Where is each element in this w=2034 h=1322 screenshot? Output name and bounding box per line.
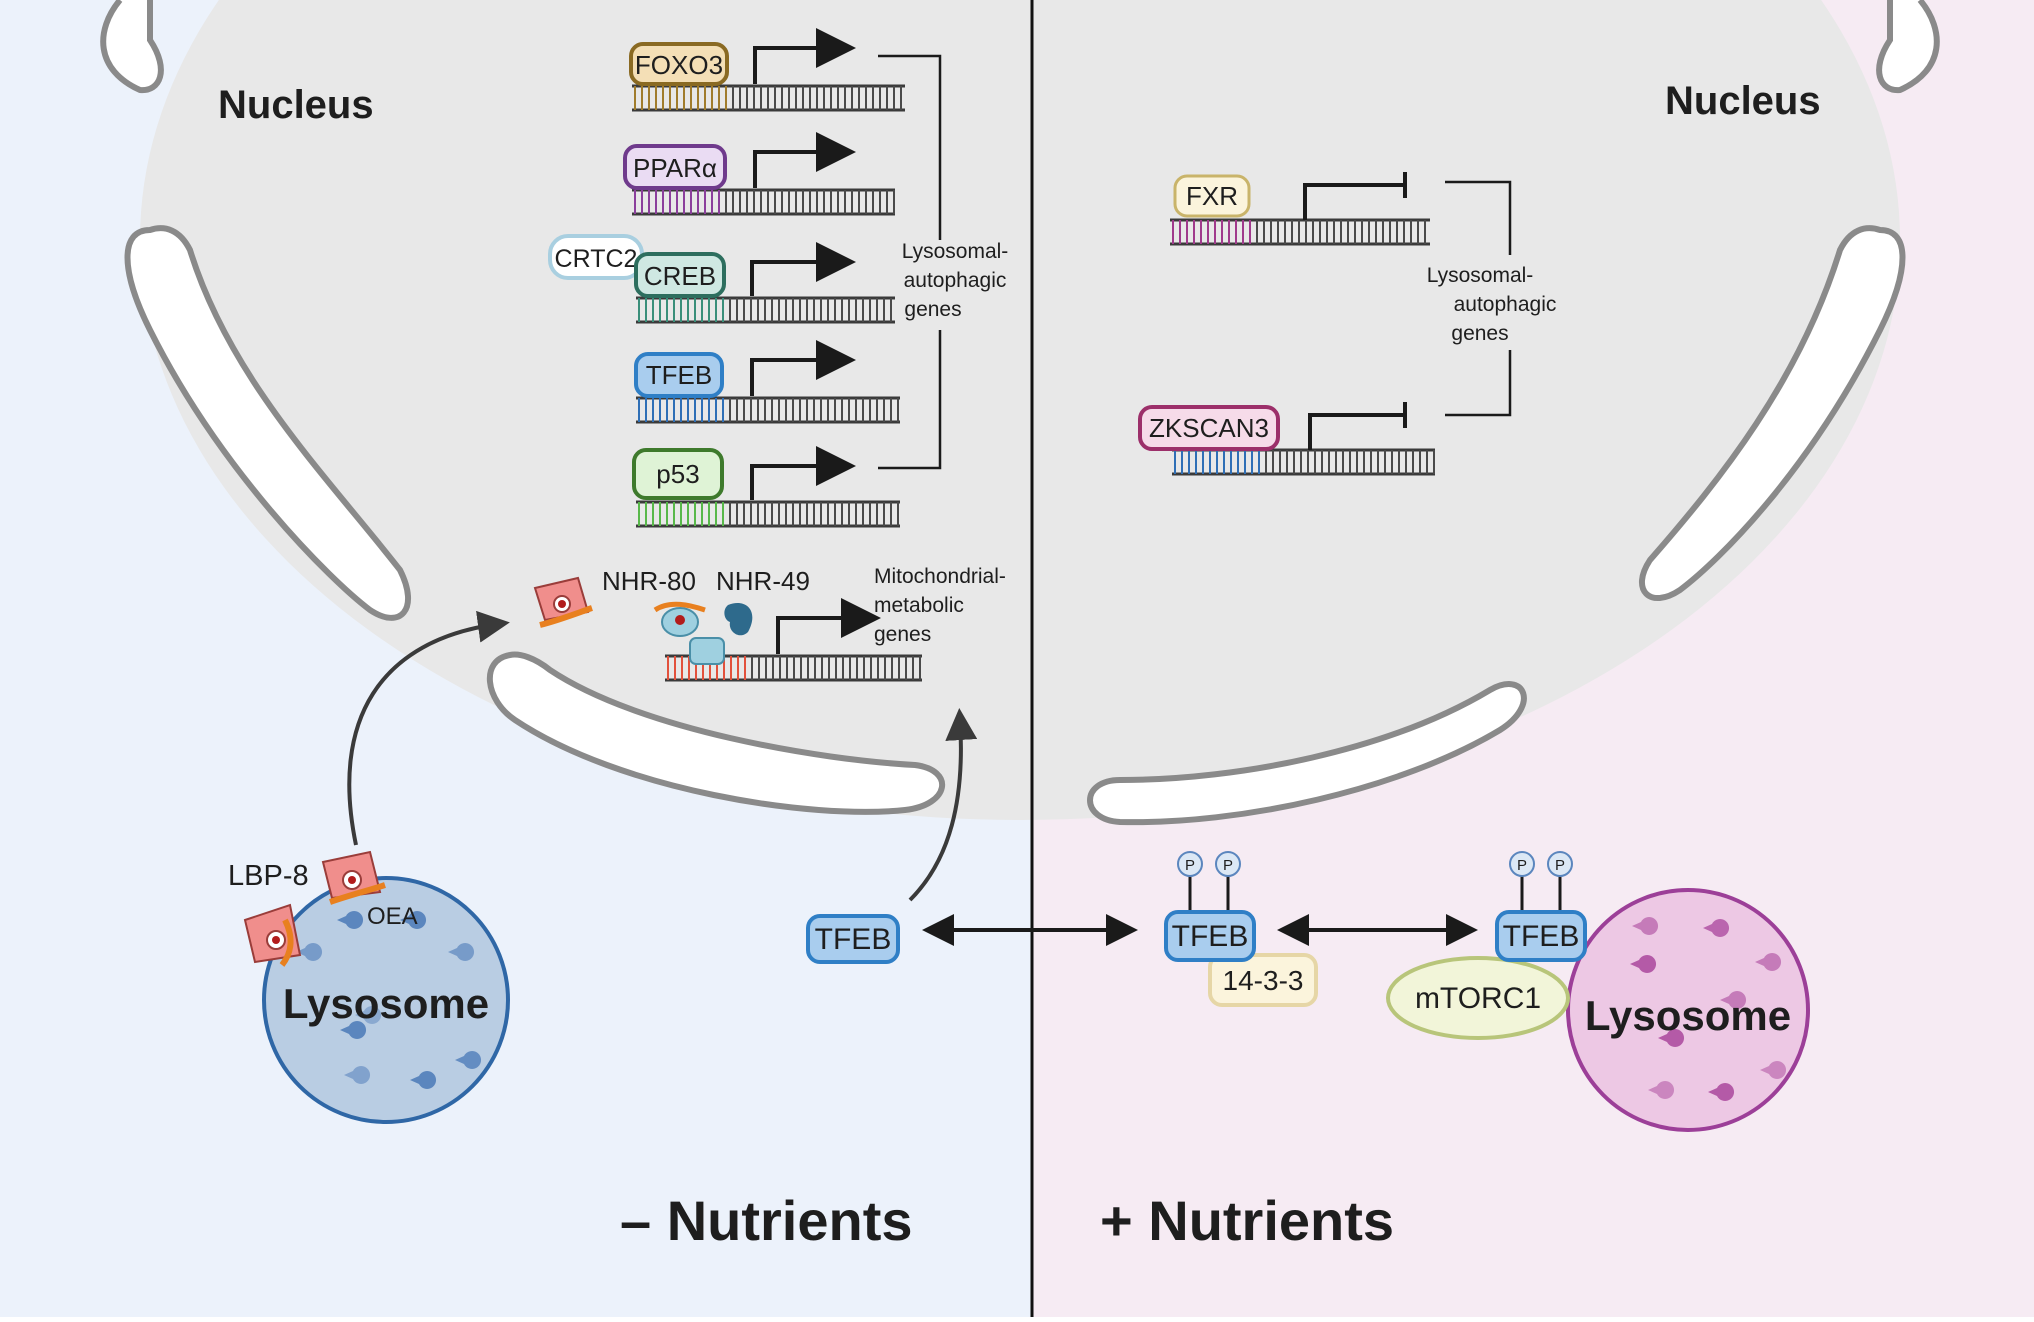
tf-ppara-label: PPARα bbox=[633, 153, 717, 183]
minus-nutrients-label: – Nutrients bbox=[620, 1189, 913, 1252]
left-genes-bracket bbox=[878, 54, 942, 470]
dna-p53 bbox=[636, 500, 900, 528]
lysosome-cargo bbox=[1658, 1029, 1685, 1047]
phospho-3-label: P bbox=[1517, 857, 1527, 874]
mito-genes-line2: metabolic bbox=[874, 594, 964, 617]
right-nucleus-label: Nucleus bbox=[1665, 79, 1821, 123]
nhr80-label: NHR-80 bbox=[602, 566, 696, 596]
tf-zkscan3-label: ZKSCAN3 bbox=[1149, 413, 1269, 443]
lysosome-left-label: Lysosome bbox=[283, 980, 489, 1027]
tf-fxr-label: FXR bbox=[1186, 181, 1238, 211]
lysosome-cargo bbox=[455, 1051, 482, 1069]
tfeb-cytoplasm-label: TFEB bbox=[815, 923, 892, 956]
right-dna-rows bbox=[1170, 218, 1435, 476]
tf-tfeb-nucleus-label: TFEB bbox=[646, 360, 712, 390]
nuclear-envelope bbox=[100, 0, 1940, 826]
mito-genes-line3: genes bbox=[874, 623, 931, 646]
right-genes-bracket bbox=[1445, 180, 1512, 417]
tfeb-1433-label: TFEB bbox=[1172, 920, 1249, 953]
tf-crtc2: CRTC2 bbox=[548, 234, 644, 280]
lysosome-cargo bbox=[1755, 953, 1782, 971]
lysosome-right-label: Lysosome bbox=[1585, 992, 1791, 1039]
lysosome-left bbox=[262, 876, 510, 1124]
phospho-4-label: P bbox=[1555, 857, 1565, 874]
phospho-1-label: P bbox=[1185, 857, 1195, 874]
tfeb-mtor-label: TFEB bbox=[1503, 920, 1580, 953]
lysosome-cargo bbox=[344, 1066, 371, 1084]
tfeb-1433-complex: 14-3-3 P P TFEB bbox=[1164, 851, 1318, 1007]
lysosome-cargo bbox=[1708, 1083, 1735, 1101]
lysosome-cargo bbox=[448, 943, 475, 961]
lysosome-cargo bbox=[410, 1071, 437, 1089]
lysosome-cargo bbox=[1648, 1081, 1675, 1099]
tfeb-mtor-complex: P P TFEB bbox=[1495, 851, 1587, 962]
lysosome-cargo bbox=[1703, 919, 1730, 937]
lbp8-icon-2 bbox=[243, 903, 302, 967]
tf-creb: CREB bbox=[634, 252, 726, 298]
left-nucleus-label: Nucleus bbox=[218, 83, 374, 127]
tf-foxo3-label: FOXO3 bbox=[635, 50, 723, 80]
oea-label: OEA bbox=[367, 903, 418, 930]
tf-crtc2-label: CRTC2 bbox=[555, 245, 638, 273]
lysosome-cargo bbox=[1760, 1061, 1787, 1079]
lysosome-cargo bbox=[337, 911, 364, 930]
mtorc1: mTORC1 bbox=[1386, 956, 1570, 1040]
right-lysosomal-genes-line2: autophagic bbox=[1454, 293, 1557, 316]
mtorc1-label: mTORC1 bbox=[1415, 982, 1541, 1015]
mito-transcription-arrow bbox=[776, 598, 881, 654]
tf-zkscan3: ZKSCAN3 bbox=[1138, 405, 1280, 451]
lysosome-cargo bbox=[1720, 991, 1747, 1009]
lysosome-cargo bbox=[1630, 955, 1657, 974]
tf-tfeb-nucleus: TFEB bbox=[634, 352, 724, 398]
right-lysosomal-genes-line1: Lysosomal- bbox=[1427, 264, 1534, 287]
lysosome-cargo bbox=[296, 943, 323, 961]
lbp8-to-nucleus-arrow bbox=[347, 610, 510, 846]
right-lysosomal-genes-line3: genes bbox=[1451, 322, 1508, 345]
protein-1433-label: 14-3-3 bbox=[1223, 965, 1304, 996]
right-repression-arrows bbox=[1303, 172, 1407, 450]
left-transcription-arrows bbox=[750, 28, 856, 500]
lysosome-cargo bbox=[1632, 916, 1659, 935]
left-lysosomal-genes-line1: Lysosomal- bbox=[902, 240, 1009, 263]
tfeb-to-nucleus-arrow bbox=[908, 708, 978, 902]
left-lysosomal-genes-line3: genes bbox=[904, 298, 961, 321]
dna-creb bbox=[636, 296, 895, 324]
lysosome-cargo bbox=[400, 911, 427, 930]
plus-nutrients-label: + Nutrients bbox=[1100, 1189, 1394, 1252]
dna-zkscan3 bbox=[1172, 448, 1435, 476]
lysosome-cargo bbox=[340, 1021, 367, 1039]
lbp8-label: LBP-8 bbox=[228, 860, 309, 892]
tf-foxo3: FOXO3 bbox=[629, 42, 729, 86]
dna-fxr bbox=[1170, 218, 1430, 246]
lysosome-cargo bbox=[355, 1006, 382, 1024]
tf-creb-label: CREB bbox=[644, 261, 716, 291]
tf-p53-label: p53 bbox=[656, 459, 699, 489]
nhr-complex bbox=[653, 601, 753, 665]
phospho-2-label: P bbox=[1223, 857, 1233, 874]
tf-ppara: PPARα bbox=[623, 144, 727, 190]
lysosome-right bbox=[1566, 888, 1810, 1132]
lbp8-icon-1 bbox=[321, 850, 386, 905]
nhr49-label: NHR-49 bbox=[716, 566, 810, 596]
tf-fxr: FXR bbox=[1173, 174, 1251, 218]
lbp8-nucleus-icon bbox=[533, 576, 593, 628]
mito-genes-line1: Mitochondrial- bbox=[874, 565, 1006, 588]
tf-p53: p53 bbox=[632, 448, 724, 500]
left-lysosomal-genes-line2: autophagic bbox=[904, 269, 1007, 292]
dna-foxo3 bbox=[632, 84, 905, 112]
tfeb-cytoplasm: TFEB bbox=[806, 914, 900, 964]
